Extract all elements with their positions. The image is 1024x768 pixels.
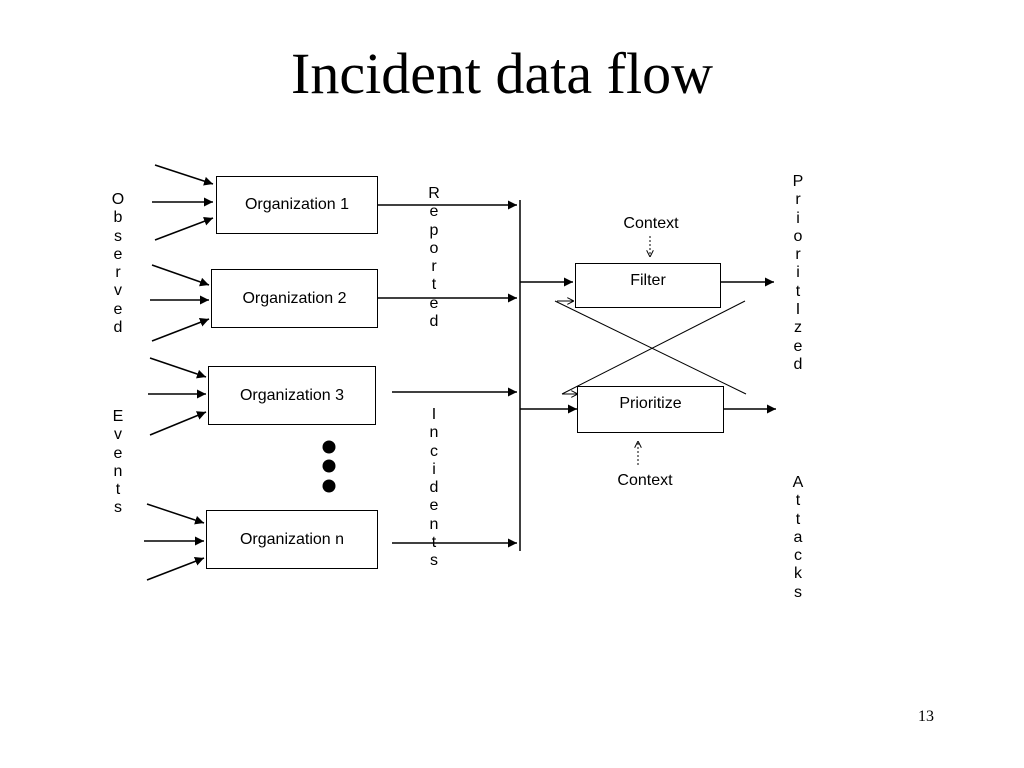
prioritized-label: P r i o r i t I z e d — [792, 173, 804, 373]
context-bottom-label: Context — [617, 472, 673, 489]
organization-2-label: Organization 2 — [242, 289, 347, 307]
context-top-label: Context — [623, 215, 679, 232]
event-arrow-org2-c — [151, 318, 210, 342]
event-arrow-org2-a — [151, 264, 210, 287]
incidents-label: I n c i d e n t s — [429, 406, 439, 570]
ellipsis-dot — [322, 459, 336, 473]
event-arrow-org3-a — [149, 357, 207, 379]
event-arrow-org1-c — [154, 216, 214, 241]
ellipsis-dot — [322, 479, 336, 493]
prioritize-label: Prioritize — [619, 395, 682, 412]
organization-n-label: Organization n — [239, 530, 345, 548]
events-label: E v e n t s — [112, 408, 124, 517]
slide-title: Incident data flow — [291, 41, 713, 106]
cross-line-filter-to-prioritize — [554, 300, 747, 395]
event-arrow-orgn-c — [146, 557, 205, 581]
filter-label: Filter — [630, 272, 666, 289]
filter-box: Filter — [575, 263, 721, 308]
organization-1-box: Organization 1 — [216, 176, 378, 234]
organization-1-label: Organization 1 — [244, 196, 350, 213]
organization-3-box: Organization 3 — [208, 366, 376, 425]
event-arrow-orgn-a — [146, 503, 205, 525]
observed-label: O b s e r v e d — [111, 191, 125, 337]
page-number: 13 — [918, 708, 934, 725]
organization-3-label: Organization 3 — [239, 386, 345, 404]
organization-2-box: Organization 2 — [211, 269, 378, 328]
organization-n-box: Organization n — [206, 510, 378, 569]
attacks-label: A t t a c k s — [792, 474, 804, 601]
prioritize-box: Prioritize — [577, 386, 724, 433]
cross-line-prioritize-to-filter — [561, 300, 746, 395]
reported-label: R e p o r t e d — [428, 185, 440, 331]
event-arrow-org1-a — [154, 164, 214, 186]
ellipsis-dot — [322, 440, 336, 454]
event-arrow-org3-c — [149, 411, 207, 436]
